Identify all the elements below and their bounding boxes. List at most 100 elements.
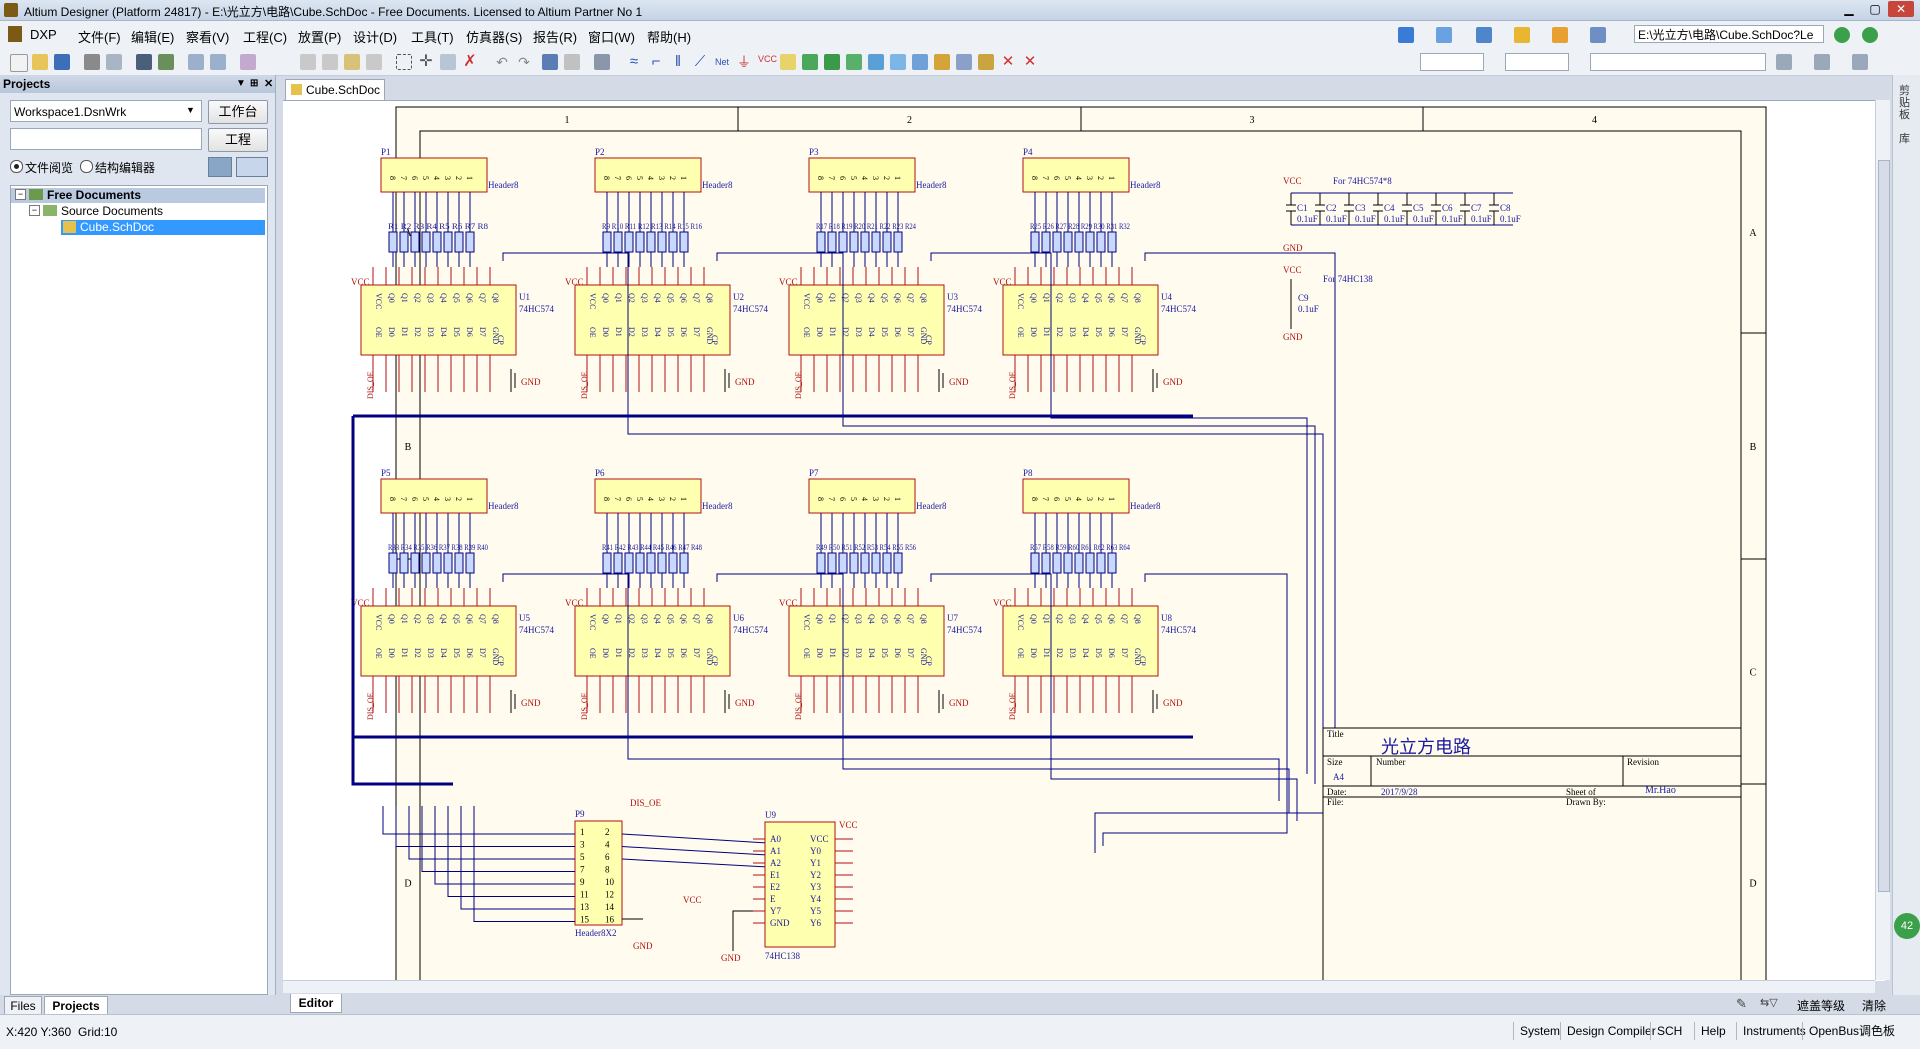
collapse-icon[interactable]: − [29, 205, 40, 216]
place-no-erc2-icon[interactable]: ✕ [1023, 53, 1037, 70]
zoom-selected-icon[interactable] [240, 54, 256, 70]
place-no-connect-icon[interactable]: ✕ [1001, 53, 1015, 70]
menu-view[interactable]: 察看(V) [186, 30, 230, 45]
align-icon[interactable] [1776, 54, 1792, 70]
menu-simulator[interactable]: 仿真器(S) [466, 30, 523, 45]
status-tab-openbus[interactable]: OpenBus调色板 [1802, 1022, 1901, 1040]
workspace-combo[interactable]: Workspace1.DsnWrk [10, 100, 202, 122]
zoom-fit-icon[interactable] [188, 54, 204, 70]
panel-close-icon[interactable]: ✕ [264, 78, 274, 90]
save-icon[interactable] [54, 54, 70, 70]
font-combo[interactable] [1420, 53, 1484, 71]
project-options-icon[interactable] [236, 157, 268, 177]
clear-button[interactable]: 清除 [1862, 999, 1887, 1013]
menu-tools[interactable]: 工具(T) [411, 30, 454, 45]
device-sheet-icon[interactable] [158, 54, 174, 70]
redo-icon[interactable]: ↷ [518, 54, 530, 70]
vertical-scrollbar[interactable] [1875, 100, 1890, 980]
place-pcb-layout-icon[interactable] [956, 54, 972, 70]
power-port-icon[interactable] [1476, 27, 1492, 43]
menu-window[interactable]: 窗口(W) [588, 30, 635, 45]
maximize-button[interactable]: ▢ [1869, 2, 1881, 16]
place-bus-icon[interactable]: ⌐ [651, 53, 661, 70]
tree-folder-row[interactable]: − Source Documents [11, 204, 265, 219]
menu-file[interactable]: 文件(F) [78, 30, 121, 45]
browse-library-icon[interactable] [594, 54, 610, 70]
project-button[interactable]: 工程 [208, 128, 268, 152]
pen-icon[interactable]: ✎ [1736, 996, 1747, 1011]
place-sheet-symbol-icon[interactable] [802, 54, 818, 70]
hierarchy-icon[interactable] [542, 54, 558, 70]
project-combo[interactable] [10, 128, 202, 150]
open-icon[interactable] [32, 54, 48, 70]
probe-icon[interactable] [1514, 27, 1530, 43]
place-wire-icon[interactable]: ≈ [629, 53, 639, 70]
mask-level-button[interactable]: 遮盖等级 [1797, 999, 1846, 1013]
menu-design[interactable]: 设计(D) [353, 30, 398, 45]
status-tab-instruments[interactable]: Instruments [1736, 1022, 1812, 1040]
minimize-button[interactable]: ▁ [1844, 2, 1854, 16]
document-path-combo[interactable]: E:\光立方\电路\Cube.SchDoc?Le [1634, 25, 1824, 43]
compile-icon[interactable] [208, 157, 232, 177]
status-tab-design-compiler[interactable]: Design Compiler [1560, 1022, 1662, 1040]
new-icon[interactable] [10, 54, 28, 72]
place-no-erc-icon[interactable] [934, 54, 950, 70]
menu-dxp[interactable]: DXP [30, 27, 57, 42]
size-combo[interactable] [1505, 53, 1569, 71]
panel-pin-icon[interactable]: ⊞ [250, 78, 259, 89]
move-icon[interactable]: ✛ [419, 53, 433, 70]
cross-probe-icon[interactable] [564, 54, 580, 70]
distribute-icon[interactable] [1814, 54, 1830, 70]
panel-menu-icon[interactable]: ▼ [236, 78, 246, 89]
open-project-icon[interactable] [136, 54, 152, 70]
tree-root-row[interactable]: − Free Documents [11, 188, 265, 203]
rubber-stamp-icon[interactable] [366, 54, 382, 70]
place-compile-mask-icon[interactable] [978, 54, 994, 70]
filter-icon[interactable]: ⇆▽ [1760, 997, 1778, 1009]
wire-tool-icon[interactable] [1398, 27, 1414, 43]
collapse-icon[interactable]: − [15, 189, 26, 200]
menu-help[interactable]: 帮助(H) [647, 30, 692, 45]
net-label-icon[interactable] [1552, 27, 1568, 43]
struct-editor-radio[interactable] [80, 160, 93, 173]
print-icon[interactable] [84, 54, 100, 70]
notification-badge[interactable]: 42 [1894, 913, 1920, 939]
paste-icon[interactable] [344, 54, 360, 70]
copy-icon[interactable] [322, 54, 338, 70]
place-part-icon[interactable] [780, 54, 796, 70]
status-tab-sch[interactable]: SCH [1650, 1022, 1688, 1040]
cut-icon[interactable] [300, 54, 316, 70]
style-combo[interactable] [1590, 53, 1766, 71]
tree-file-row[interactable]: Cube.SchDoc [61, 220, 265, 235]
place-harness-connector-icon[interactable] [868, 54, 884, 70]
status-tab-system[interactable]: System [1513, 1022, 1566, 1040]
order-icon[interactable] [1852, 54, 1868, 70]
select-icon[interactable] [440, 54, 456, 70]
menu-edit[interactable]: 编辑(E) [131, 30, 175, 45]
back-icon[interactable] [1834, 27, 1850, 43]
status-tab-help[interactable]: Help [1694, 1022, 1732, 1040]
place-device-sheet-icon[interactable] [846, 54, 862, 70]
document-tab[interactable]: Cube.SchDoc [285, 79, 385, 100]
close-button[interactable]: ✕ [1888, 1, 1914, 17]
print-preview-icon[interactable] [106, 54, 122, 70]
menu-place[interactable]: 放置(P) [298, 30, 342, 45]
workspace-combo-arrow-icon[interactable]: ▼ [186, 105, 195, 115]
select-area-icon[interactable] [396, 54, 412, 70]
place-bus-entry-icon[interactable]: ⟋ [694, 53, 706, 70]
place-net-label-icon[interactable]: Net [714, 57, 729, 67]
right-panel-tab[interactable]: 剪贴板 [1899, 85, 1910, 121]
file-view-radio[interactable] [10, 160, 23, 173]
menu-project[interactable]: 工程(C) [243, 30, 288, 45]
deselect-icon[interactable]: ✗ [463, 53, 477, 70]
place-port-icon[interactable] [912, 54, 928, 70]
projects-tab[interactable]: Projects [44, 996, 108, 1016]
horizontal-scrollbar[interactable] [283, 980, 1875, 993]
files-tab[interactable]: Files [4, 996, 42, 1016]
right-panel-tab-2[interactable]: 库 [1899, 133, 1910, 145]
menu-reports[interactable]: 报告(R) [533, 30, 578, 45]
place-signal-harness-icon[interactable]: ǁ [674, 53, 682, 70]
place-harness-entry-icon[interactable] [890, 54, 906, 70]
bus-tool-icon[interactable] [1436, 27, 1452, 43]
place-vcc-icon[interactable]: VCC [758, 54, 778, 64]
